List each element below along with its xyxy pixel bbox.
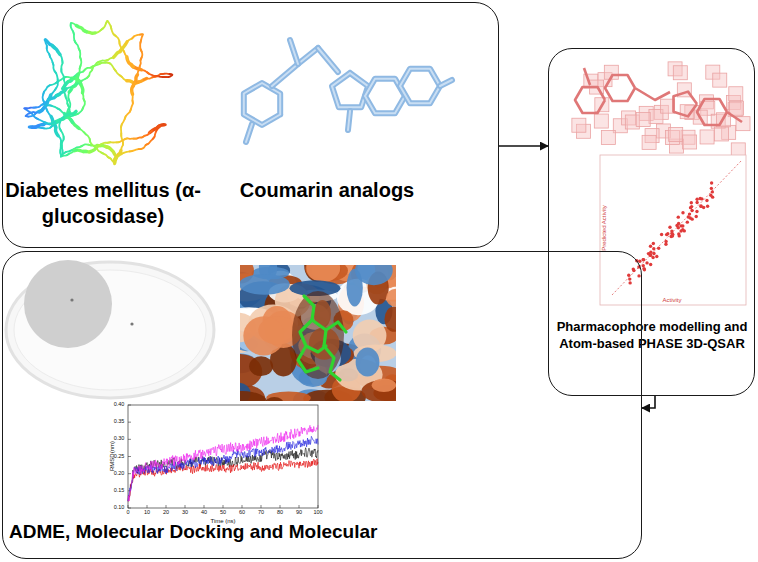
tick-label: 90	[296, 510, 302, 516]
tick-label: 60	[239, 510, 245, 516]
tick-label: 70	[258, 510, 264, 516]
tick-label: 10	[144, 510, 150, 516]
tick-label: 40	[201, 510, 207, 516]
panel-title: ADME, Molecular Docking and Molecular	[9, 520, 529, 545]
pharmacophore-model	[572, 62, 750, 157]
panel-box: Diabetes mellitus (α-glucosidase) Coumari…	[2, 2, 499, 248]
tick-label: 100	[313, 510, 322, 516]
qsar-scatter-plot	[600, 155, 746, 305]
flow-arrow	[499, 145, 548, 147]
axis-title: Predicted Activity	[601, 205, 607, 251]
panel-box: Pharmacophore modelling and Atom-based P…	[548, 48, 755, 396]
tick-label: 80	[277, 510, 283, 516]
protein-ribbon	[24, 21, 172, 164]
docking-surface	[215, 245, 417, 419]
tick-label: 20	[163, 510, 169, 516]
tick-label: 0.20	[114, 471, 125, 477]
flow-arrow	[642, 396, 655, 408]
panel-title: Coumarin analogs	[229, 177, 425, 203]
panel-title: Pharmacophore modelling and Atom-based P…	[555, 319, 749, 353]
axis-title: Activity	[662, 297, 681, 303]
axis-title: Time (ns)	[210, 518, 235, 524]
tick-label: 0.15	[114, 488, 125, 494]
tick-label: 0.40	[114, 402, 125, 408]
tick-label: 0.25	[114, 454, 125, 460]
tick-label: 0.35	[114, 419, 125, 425]
coumarin-molecule	[244, 40, 452, 142]
tick-label: 30	[182, 510, 188, 516]
pharmacophore-site-map	[6, 260, 214, 398]
tick-label: 0.30	[114, 437, 125, 443]
tick-label: 50	[220, 510, 226, 516]
tick-label: 0.10	[114, 505, 125, 511]
panel-title: Diabetes mellitus (α-glucosidase)	[5, 177, 201, 229]
tick-label: 0	[126, 510, 129, 516]
rmsd-plot	[128, 405, 318, 508]
